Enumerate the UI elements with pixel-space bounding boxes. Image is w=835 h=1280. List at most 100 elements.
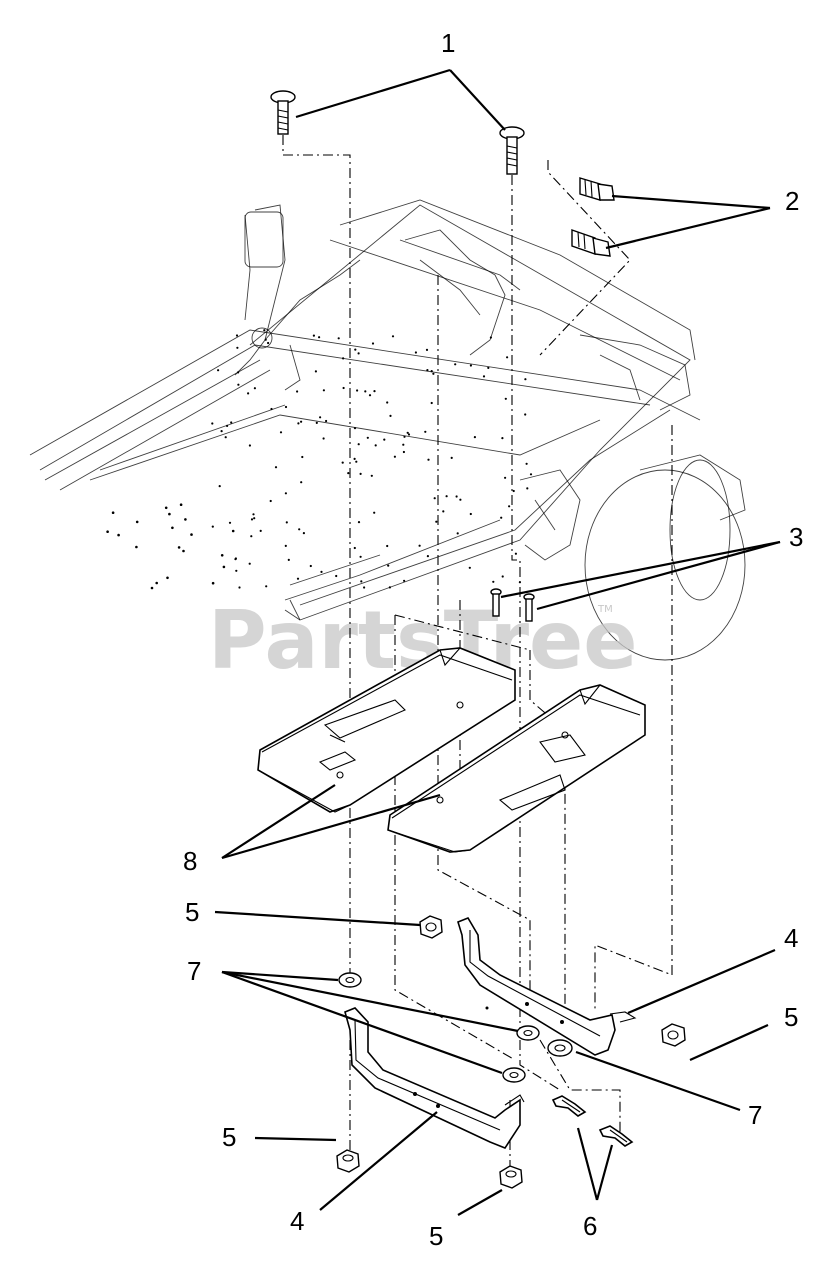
callout-3: 3 bbox=[789, 522, 803, 552]
callout-7-left: 7 bbox=[187, 956, 201, 986]
deck-hole bbox=[383, 438, 386, 441]
deck-hole bbox=[391, 335, 395, 338]
hex-bolt-lower bbox=[571, 229, 611, 257]
deck-hole bbox=[168, 512, 171, 516]
deck-hole bbox=[386, 401, 389, 404]
deck-hole bbox=[322, 437, 325, 440]
deck-hole bbox=[182, 549, 185, 553]
deck-hole bbox=[435, 520, 438, 523]
deck-hole bbox=[337, 337, 340, 340]
deck-hole bbox=[342, 357, 345, 360]
deck-hole bbox=[309, 564, 312, 568]
callout-2: 2 bbox=[785, 186, 799, 216]
deck-hole bbox=[504, 476, 507, 479]
deck-hole bbox=[406, 431, 409, 434]
callout-8: 8 bbox=[183, 846, 197, 876]
deck-hole bbox=[217, 369, 220, 372]
deck-hole bbox=[236, 346, 239, 349]
deck-hole bbox=[284, 492, 287, 495]
deck-hole bbox=[259, 529, 262, 533]
deck-hole bbox=[512, 489, 515, 493]
deck-hole bbox=[508, 505, 511, 508]
deck-hole bbox=[455, 495, 458, 498]
deck-hole bbox=[492, 580, 495, 583]
washer-right bbox=[547, 1039, 573, 1057]
deck-hole bbox=[459, 498, 462, 501]
deck-hole bbox=[222, 565, 226, 569]
deck-hole bbox=[247, 392, 250, 395]
deck-hole bbox=[414, 351, 417, 354]
deck-hole bbox=[386, 544, 389, 548]
deck-hole bbox=[371, 342, 375, 345]
deck-hole bbox=[230, 421, 233, 424]
deck-hole bbox=[265, 585, 268, 588]
deck-hole bbox=[300, 481, 303, 484]
carriage-bolt-left bbox=[270, 90, 296, 135]
deck-hole bbox=[269, 499, 272, 503]
callout-5-upper: 5 bbox=[185, 897, 199, 927]
deck-hole bbox=[117, 533, 120, 537]
carriage-bolt-right bbox=[499, 126, 525, 175]
deck-hole bbox=[500, 516, 503, 519]
deck-hole bbox=[135, 520, 139, 524]
deck-hole bbox=[218, 485, 221, 488]
hex-bolt-upper bbox=[579, 177, 615, 201]
deck-hole bbox=[403, 579, 406, 582]
deck-hole bbox=[190, 533, 193, 536]
deck-hole bbox=[524, 378, 527, 381]
floor-pan-left bbox=[257, 647, 516, 813]
deck-hole bbox=[177, 546, 181, 549]
deck-hole bbox=[482, 375, 486, 378]
deck-hole bbox=[297, 422, 300, 425]
callout-4-left: 4 bbox=[290, 1206, 304, 1236]
deck-hole bbox=[427, 458, 430, 461]
nut-lower-left bbox=[336, 1149, 360, 1173]
deck-hole bbox=[253, 517, 256, 520]
deck-hole bbox=[279, 431, 283, 434]
deck-hole bbox=[357, 521, 361, 524]
deck-hole bbox=[389, 414, 392, 417]
deck-hole bbox=[296, 577, 300, 580]
deck-hole bbox=[450, 456, 453, 459]
deck-hole bbox=[220, 554, 224, 557]
deck-hole bbox=[234, 558, 237, 561]
deck-hole bbox=[300, 420, 303, 423]
deck-hole bbox=[267, 341, 270, 345]
callout-numbers: 1 2 3 8 5 7 4 5 7 5 4 5 6 bbox=[183, 28, 803, 1251]
deck-hole bbox=[524, 413, 527, 416]
deck-hole bbox=[231, 529, 235, 533]
deck-hole bbox=[356, 389, 359, 392]
deck-hole bbox=[296, 390, 299, 393]
deck-hole bbox=[211, 581, 215, 585]
deck-hole bbox=[469, 512, 472, 516]
deck-hole bbox=[302, 532, 305, 535]
deck-hole bbox=[526, 487, 529, 490]
hairpin-clip-left bbox=[551, 1095, 587, 1117]
deck-hole bbox=[529, 473, 533, 476]
nut-right bbox=[661, 1023, 686, 1047]
deck-hole bbox=[166, 576, 169, 580]
floor-pan-right bbox=[387, 684, 646, 853]
deck-hole bbox=[342, 386, 345, 390]
deck-hole bbox=[211, 422, 214, 425]
callout-5-bottom: 5 bbox=[429, 1221, 443, 1251]
deck-hole bbox=[373, 511, 376, 514]
deck-hole bbox=[135, 545, 138, 549]
mower-frame bbox=[29, 199, 746, 661]
deck-hole bbox=[442, 510, 445, 513]
deck-hole bbox=[238, 586, 241, 589]
deck-hole bbox=[284, 544, 287, 548]
deck-hole bbox=[418, 544, 421, 547]
deck-hole bbox=[388, 586, 391, 589]
deck-hole bbox=[250, 518, 254, 521]
deck-hole bbox=[150, 586, 154, 590]
washer-top bbox=[338, 972, 362, 988]
deck-hole bbox=[224, 436, 227, 439]
deck-hole bbox=[374, 444, 377, 447]
deck-hole bbox=[347, 472, 350, 475]
deck-hole bbox=[285, 521, 288, 524]
deck-hole bbox=[237, 383, 240, 386]
deck-hole bbox=[179, 503, 183, 507]
deck-hole bbox=[402, 450, 405, 454]
